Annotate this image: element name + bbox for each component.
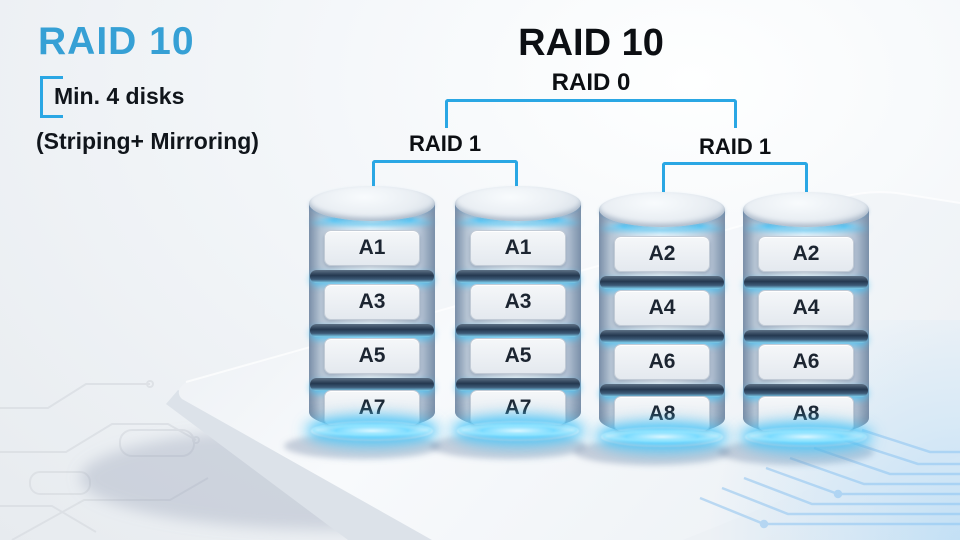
disk-groove [600, 384, 724, 397]
raid0-bracket [445, 99, 737, 128]
disk-groove [744, 276, 868, 289]
disk-groove [744, 384, 868, 397]
raid1-bracket-left [372, 160, 518, 208]
disk-groove [310, 324, 434, 337]
disk-base-ring [312, 424, 432, 436]
disk-block-label: A4 [614, 290, 710, 326]
disk-groove [600, 276, 724, 289]
raid10-heading: RAID 10 [38, 20, 195, 63]
raid1-left-label: RAID 1 [408, 131, 482, 156]
disk-cylinder-1: A1 A3 A5 A7 [309, 186, 435, 441]
disk-block-label: A4 [758, 290, 854, 326]
disk-cylinder-2: A1 A3 A5 A7 [455, 186, 581, 441]
disk-top [743, 192, 869, 227]
min-disks-bracket [40, 76, 63, 118]
disk-block-label: A2 [758, 236, 854, 272]
platform-left-face [166, 390, 432, 540]
disk-block-label: A8 [614, 396, 710, 432]
raid1-right-label: RAID 1 [698, 134, 772, 159]
disk-block-label: A1 [324, 230, 420, 266]
disk-base-ring [602, 430, 722, 442]
disk-block-label: A5 [324, 338, 420, 374]
disk-groove [310, 270, 434, 283]
disk-cylinder-4: A2 A4 A6 A8 [743, 192, 869, 447]
disk-block-label: A6 [758, 344, 854, 380]
disk-block-label: A6 [614, 344, 710, 380]
diagram-title: RAID 10 [518, 22, 664, 64]
disk-top [599, 192, 725, 227]
disk-block-label: A3 [324, 284, 420, 320]
disk-groove [744, 330, 868, 343]
raid1-bracket-right [662, 162, 808, 208]
min-disks-label: Min. 4 disks [54, 83, 185, 109]
disk-block-label: A5 [470, 338, 566, 374]
striping-mirroring-label: (Striping+ Mirroring) [36, 128, 259, 154]
disk-groove [456, 324, 580, 337]
raid0-label: RAID 0 [551, 69, 631, 96]
disk-top [455, 186, 581, 221]
disk-base-ring [458, 424, 578, 436]
disk-base-ring [746, 430, 866, 442]
disk-cylinder-3: A2 A4 A6 A8 [599, 192, 725, 447]
disk-block-label: A1 [470, 230, 566, 266]
disk-block-label: A3 [470, 284, 566, 320]
disk-groove [456, 378, 580, 391]
disk-groove [600, 330, 724, 343]
disk-block-label: A7 [470, 390, 566, 426]
disk-block-label: A7 [324, 390, 420, 426]
disk-top [309, 186, 435, 221]
disk-block-label: A2 [614, 236, 710, 272]
disk-groove [310, 378, 434, 391]
disk-groove [456, 270, 580, 283]
